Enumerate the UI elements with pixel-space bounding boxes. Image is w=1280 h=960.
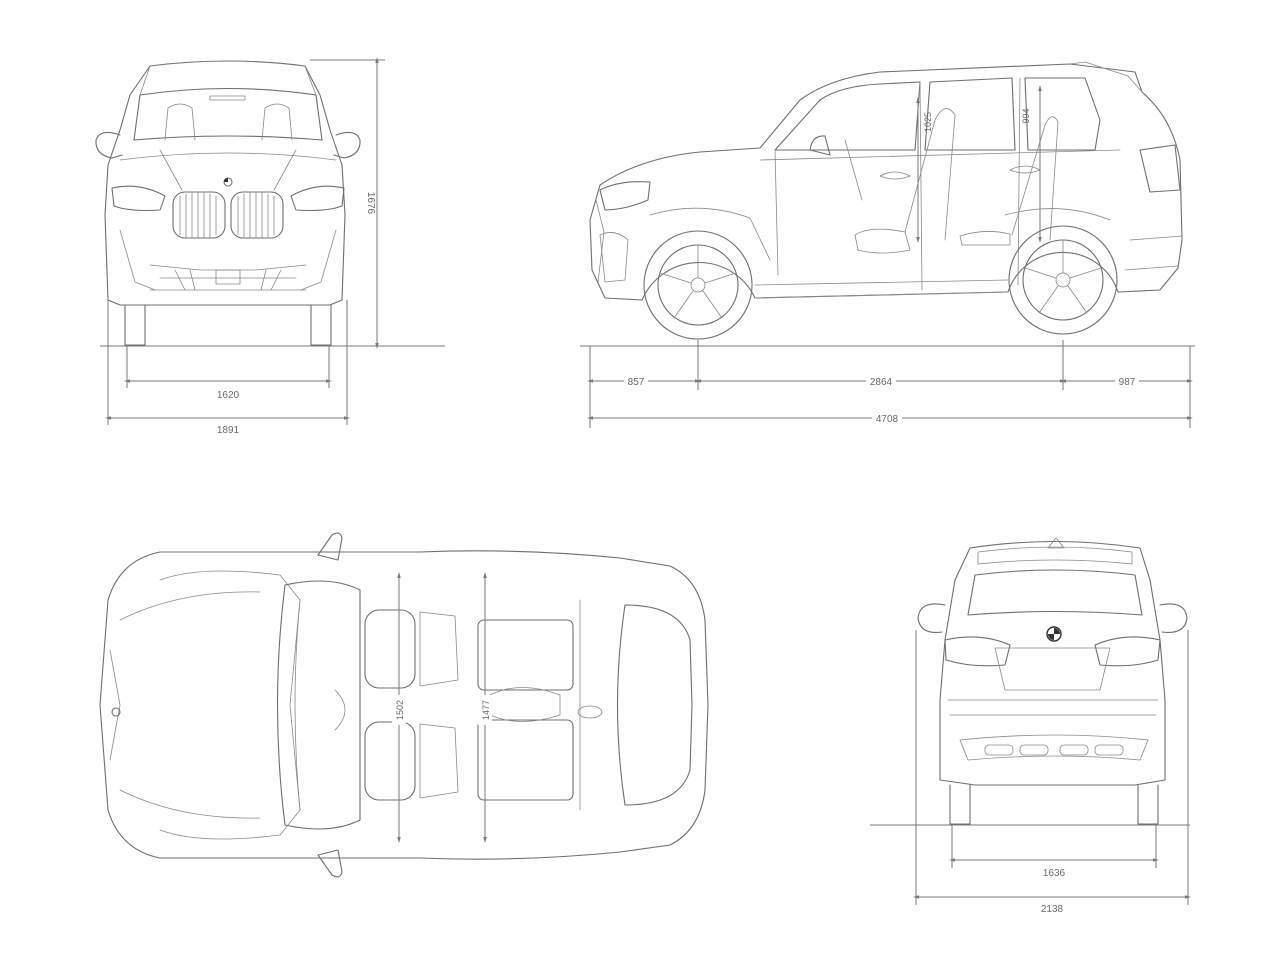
wheelbase-label: 2864 (870, 377, 893, 388)
front-overall-width-label: 1891 (217, 425, 240, 436)
rear-interior-width-label: 1477 (481, 700, 491, 720)
rear-headroom-label: 994 (1021, 108, 1031, 123)
rear-track-width-label: 1636 (1043, 868, 1066, 879)
front-overall-height-label: 1676 (365, 192, 376, 215)
front-track-width-label: 1620 (217, 390, 240, 401)
front-interior-width-label: 1502 (395, 700, 405, 720)
rear-view: 1636 2138 (870, 537, 1191, 915)
bmw-roundel-icon (1046, 626, 1062, 642)
front-headroom-label: 1025 (923, 112, 933, 132)
front-view: 1620 1891 1676 (95, 57, 445, 436)
rear-overhang-label: 987 (1119, 377, 1136, 388)
top-view: 1502 1477 (99, 532, 709, 878)
front-overhang-label: 857 (628, 377, 645, 388)
rear-width-with-mirrors-label: 2138 (1041, 904, 1064, 915)
side-view: 1025 994 857 (580, 61, 1195, 428)
overall-length-label: 4708 (876, 414, 899, 425)
